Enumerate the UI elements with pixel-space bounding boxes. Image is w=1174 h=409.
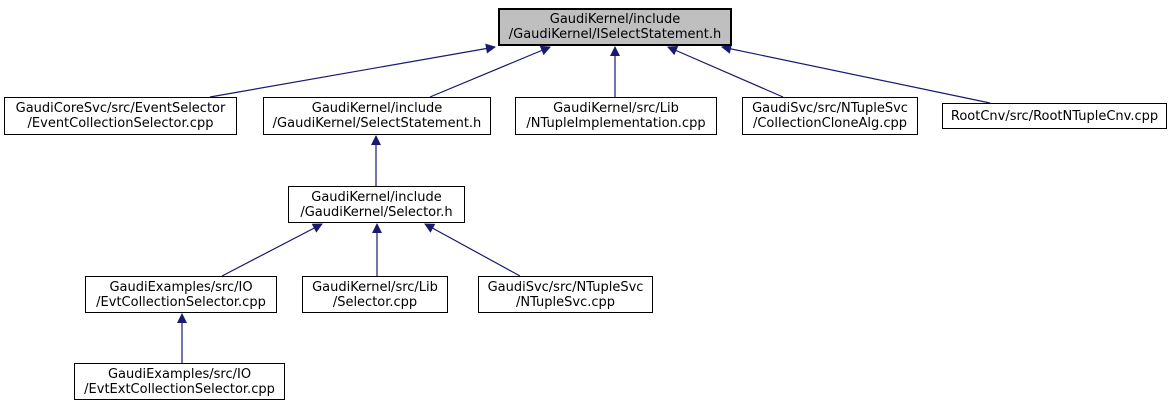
edge-collectionclonealg-cpp-to-iselectstatement-h — [667, 46, 784, 98]
node-label-line: /Selector.cpp — [332, 294, 418, 310]
graph-node-ntupleimplementation-cpp[interactable]: GaudiKernel/src/Lib/NTupleImplementation… — [515, 97, 717, 135]
node-label-line: GaudiSvc/src/NTupleSvc — [487, 279, 644, 295]
edge-ntuplesvc-cpp-to-selector-h — [424, 223, 521, 277]
graph-node-rootntuplecnv-cpp[interactable]: RootCnv/src/RootNTupleCnv.cpp — [942, 103, 1167, 129]
node-label-line: /GaudiKernel/SelectStatement.h — [272, 116, 482, 131]
node-label-line: GaudiSvc/src/NTupleSvc — [752, 101, 908, 116]
node-label-line: RootCnv/src/RootNTupleCnv.cpp — [950, 108, 1159, 124]
graph-node-selector-cpp[interactable]: GaudiKernel/src/Lib/Selector.cpp — [302, 276, 448, 313]
node-label-line: /GaudiKernel/ISelectStatement.h — [508, 27, 722, 42]
graph-node-collectionclonealg-cpp[interactable]: GaudiSvc/src/NTupleSvc/CollectionCloneAl… — [742, 97, 918, 135]
node-label-line: GaudiKernel/src/Lib — [312, 279, 438, 295]
node-label-line: GaudiKernel/include — [311, 189, 442, 205]
node-label-line: GaudiKernel/src/Lib — [553, 101, 679, 116]
node-label-line: GaudiExamples/src/IO — [107, 366, 252, 382]
node-label-line: GaudiCoreSvc/src/EventSelector — [15, 101, 226, 116]
node-label-line: /NTupleSvc.cpp — [515, 294, 616, 310]
graph-node-selectstatement-h[interactable]: GaudiKernel/include/GaudiKernel/SelectSt… — [263, 97, 491, 135]
node-label-line: GaudiExamples/src/IO — [109, 279, 253, 295]
edge-rootntuplecnv-cpp-to-iselectstatement-h — [721, 43, 991, 104]
node-label-line: GaudiKernel/include — [549, 12, 681, 27]
edge-evtcollectionselector-cpp-to-selector-h — [221, 223, 323, 277]
node-label-line: /NTupleImplementation.cpp — [526, 116, 706, 131]
graph-node-selector-h[interactable]: GaudiKernel/include/GaudiKernel/Selector… — [288, 186, 465, 223]
node-label-line: /EvtCollectionSelector.cpp — [96, 294, 266, 310]
graph-node-ntuplesvc-cpp[interactable]: GaudiSvc/src/NTupleSvc/NTupleSvc.cpp — [478, 276, 653, 313]
node-label-line: /EvtExtCollectionSelector.cpp — [84, 381, 275, 397]
node-label-line: /GaudiKernel/Selector.h — [300, 204, 453, 220]
graph-node-iselectstatement-h[interactable]: GaudiKernel/include/GaudiKernel/ISelectS… — [498, 8, 732, 46]
node-label-line: /CollectionCloneAlg.cpp — [752, 116, 908, 131]
graph-node-evtcollectionselector-cpp[interactable]: GaudiExamples/src/IO/EvtCollectionSelect… — [85, 276, 277, 313]
edge-eventcollectionselector-cpp-to-iselectstatement-h — [209, 43, 496, 98]
graph-node-eventcollectionselector-cpp[interactable]: GaudiCoreSvc/src/EventSelector/EventColl… — [4, 97, 237, 135]
node-label-line: /EventCollectionSelector.cpp — [27, 116, 214, 131]
edge-selectstatement-h-to-iselectstatement-h — [429, 45, 551, 98]
node-label-line: GaudiKernel/include — [311, 101, 443, 116]
graph-node-evtextcollectionselector-cpp[interactable]: GaudiExamples/src/IO/EvtExtCollectionSel… — [74, 363, 285, 400]
